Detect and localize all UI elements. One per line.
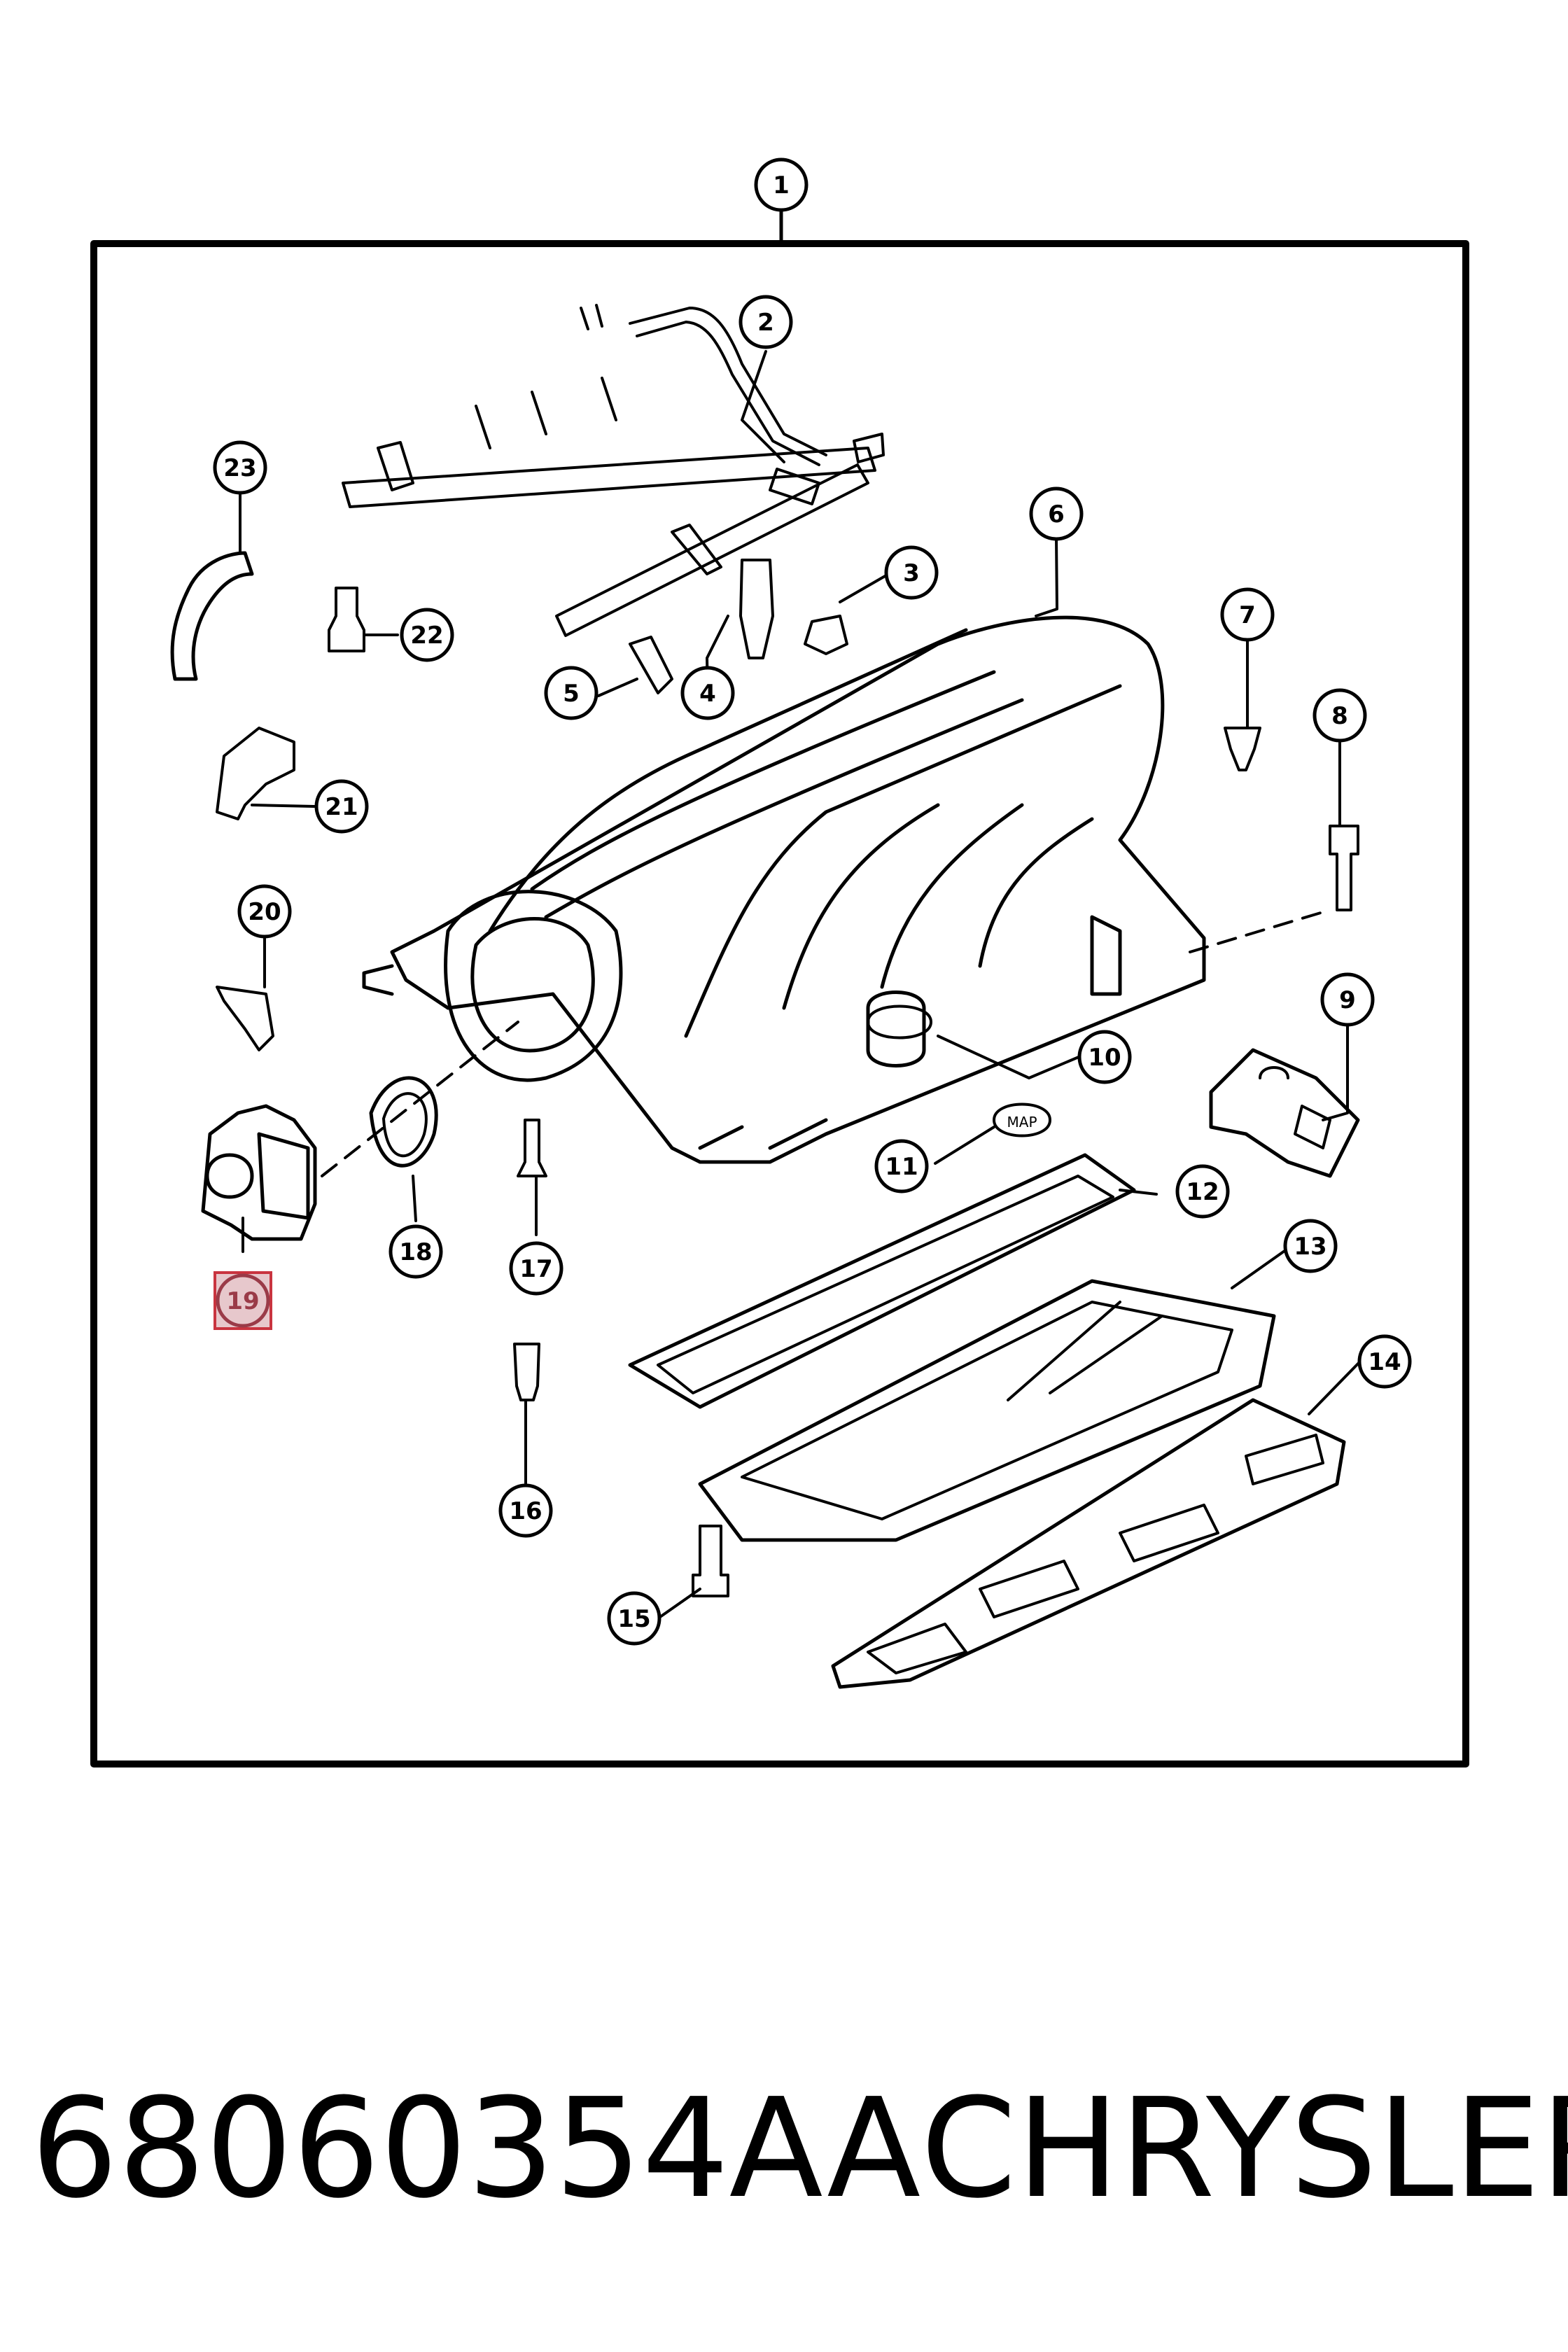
callout-number: 11 [885,1153,918,1181]
callout-circle [884,545,939,600]
callout-1: 1 [754,158,808,212]
callout-circle [1283,1219,1338,1273]
callout-number: 3 [903,559,920,587]
callout-number: 13 [1294,1233,1326,1261]
intake-manifold-drawing [362,615,1206,1164]
callout-number: 14 [1368,1348,1401,1376]
callout-22: 22 [400,608,454,662]
callout-circle [237,884,292,939]
callout-5: 5 [544,666,598,720]
callout-number: 15 [617,1605,650,1633]
callout-number: 16 [509,1497,542,1525]
callout-15: 15 [607,1591,662,1646]
cap-label: MAP [1007,1114,1037,1130]
callout-circle [607,1591,662,1646]
throttle-body-drawing [201,1104,317,1241]
callout-16: 16 [498,1483,553,1538]
callout-number: 20 [248,898,281,926]
callout-number: 19 [226,1287,259,1315]
callout-8: 8 [1312,688,1367,743]
part-number: 68060354AA [31,2069,921,2229]
callout-14: 14 [1357,1334,1412,1389]
callout-circle [1320,972,1375,1027]
callout-circle [314,779,369,834]
callout-number: 2 [757,309,774,337]
leader-lines [239,350,1362,1620]
callout-circle [213,440,267,495]
callout-number: 4 [699,680,716,708]
callout-10: 10 [1077,1030,1132,1084]
callout-number: 8 [1331,702,1348,730]
callout-20: 20 [237,884,292,939]
callout-circle [1029,486,1084,541]
callout-circle [509,1241,564,1296]
callout-number: 1 [773,172,790,200]
callout-circle [388,1224,443,1279]
callout-number: 10 [1088,1044,1121,1072]
callout-6: 6 [1029,486,1084,541]
callout-number: 17 [519,1255,552,1283]
callout-circle [1312,688,1367,743]
callout-circle [1175,1164,1230,1219]
callout-number: 21 [325,793,358,821]
callout-circle [874,1139,929,1194]
callout-17: 17 [509,1241,564,1296]
callout-number: 7 [1239,601,1256,629]
callout-19[interactable]: 19 [214,1271,272,1330]
callout-circle [216,1273,270,1328]
callout-21: 21 [314,779,369,834]
callout-circle [1357,1334,1412,1389]
caption: 68060354AA CHRYSLER [31,2065,1568,2233]
callout-circle [680,666,735,720]
callout-number: 18 [399,1238,432,1266]
callout-13: 13 [1283,1219,1338,1273]
callout-9: 9 [1320,972,1375,1027]
callout-12: 12 [1175,1164,1230,1219]
callout-circle [1220,587,1275,642]
callout-3: 3 [884,545,939,600]
callout-circle [544,666,598,720]
callout-circle [1077,1030,1132,1084]
callout-23: 23 [213,440,267,495]
callout-circle [498,1483,553,1538]
callout-18: 18 [388,1224,443,1279]
diagram-frame [90,240,1469,1768]
callout-number: 12 [1186,1178,1219,1206]
callout-11: 11 [874,1139,929,1194]
callout-number: 22 [410,622,443,650]
callout-7: 7 [1220,587,1275,642]
callout-number: 9 [1339,986,1356,1014]
fuel-rail-drawing [342,304,885,637]
callout-4: 4 [680,666,735,720]
brand-name: CHRYSLER [920,2069,1568,2229]
callout-number: 23 [223,454,256,482]
callout-number: 5 [563,680,580,708]
callout-number: 6 [1048,500,1065,528]
callout-circle [754,158,808,212]
callout-circle [400,608,454,662]
callout-2: 2 [738,295,793,349]
callout-circle [738,295,793,349]
